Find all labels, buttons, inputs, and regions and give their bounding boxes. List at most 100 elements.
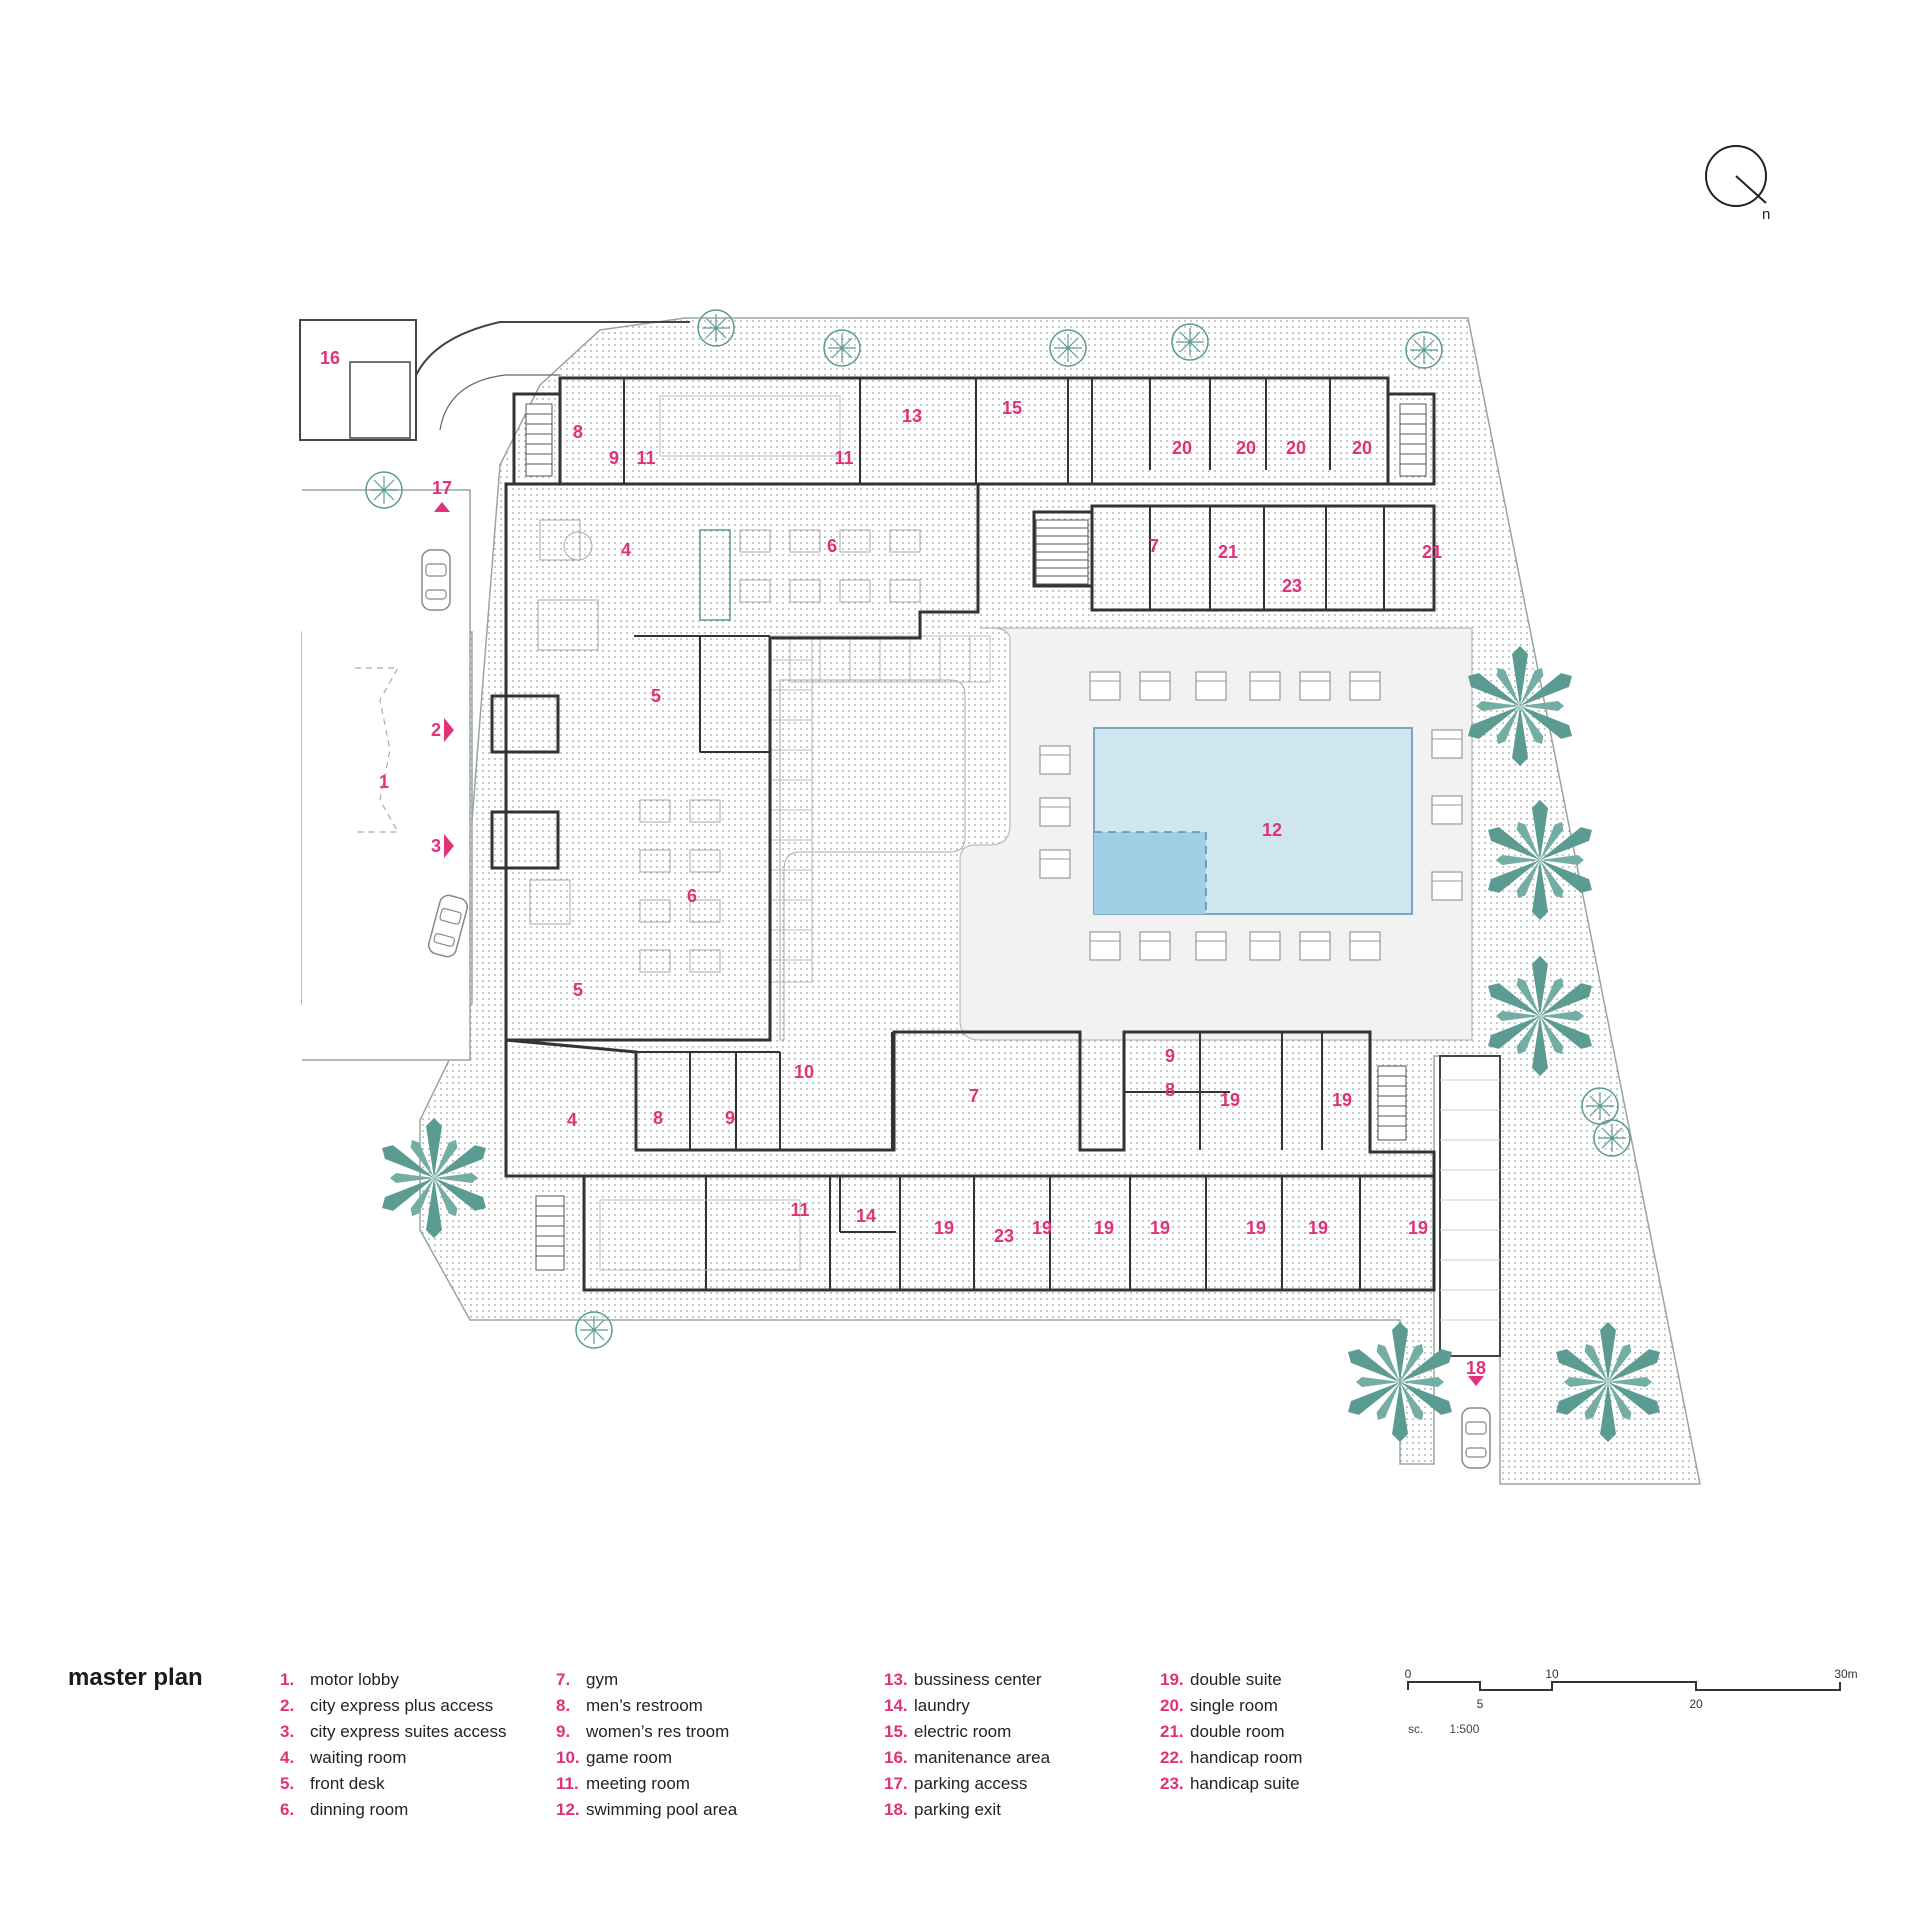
meeting-room-chairs bbox=[599, 395, 841, 1271]
room-tag: 15 bbox=[1002, 398, 1022, 418]
room-tag: 19 bbox=[1150, 1218, 1170, 1238]
legend-label: double suite bbox=[1190, 1670, 1282, 1689]
legend-number: 15. bbox=[884, 1722, 908, 1741]
room-tag: 7 bbox=[1149, 536, 1159, 556]
room-tag: 5 bbox=[651, 686, 661, 706]
building-walls bbox=[490, 376, 1436, 1292]
legend-column-3: 13.bussiness center 14. laundry 15. electr… bbox=[884, 1670, 1154, 1826]
legend-item: 19. double suite bbox=[1160, 1670, 1430, 1696]
room-tag: 4 bbox=[567, 1110, 577, 1130]
legend-label: motor lobby bbox=[310, 1670, 399, 1689]
room-tag: 23 bbox=[1282, 576, 1302, 596]
scale-label: 5 bbox=[1477, 1697, 1484, 1711]
legend-number: 20. bbox=[1160, 1696, 1184, 1715]
room-tag: 7 bbox=[969, 1086, 979, 1106]
legend-label: parking access bbox=[914, 1774, 1028, 1793]
room-tag: 20 bbox=[1236, 438, 1256, 458]
legend-label: meeting room bbox=[586, 1774, 690, 1793]
legend-number: 19. bbox=[1160, 1670, 1184, 1689]
stairs bbox=[525, 403, 1427, 1271]
legend-item: 7.gym bbox=[556, 1670, 826, 1696]
legend-number: 23. bbox=[1160, 1774, 1184, 1793]
room-tag: 18 bbox=[1466, 1358, 1486, 1378]
scale-note: sc.1:500 bbox=[1408, 1722, 1505, 1736]
room-tag: 14 bbox=[856, 1206, 876, 1226]
legend-item: 10.game room bbox=[556, 1748, 826, 1774]
legend-item: 11.meeting room bbox=[556, 1774, 826, 1800]
legend-column-4: 19.double suite 20.single room 21.double… bbox=[1160, 1670, 1430, 1800]
legend-label: gym bbox=[586, 1670, 619, 1689]
scale-prefix: sc. bbox=[1408, 1722, 1424, 1736]
room-tag: 19 bbox=[1308, 1218, 1328, 1238]
legend-label: men’s restroom bbox=[586, 1696, 703, 1715]
legend-item: 5.front desk bbox=[280, 1774, 550, 1800]
legend-item: 23.handicap suite bbox=[1160, 1774, 1430, 1800]
room-tag: 2 bbox=[431, 720, 441, 740]
room-tag: 3 bbox=[431, 836, 441, 856]
legend-item: 20. single room bbox=[1160, 1696, 1430, 1722]
legend-column-2: 7.gym 8. men’s restroom 9. women’s res tro… bbox=[556, 1670, 826, 1826]
room-tag: 9 bbox=[725, 1108, 735, 1128]
room-tag: 13 bbox=[902, 406, 922, 426]
legend-number: 3. bbox=[280, 1722, 295, 1741]
legend-label: front desk bbox=[310, 1774, 385, 1793]
room-tag: 8 bbox=[653, 1108, 663, 1128]
legend-item: 18.parking exit bbox=[884, 1800, 1154, 1826]
legend-item: 15. electric room bbox=[884, 1722, 1154, 1748]
room-tag: 1 bbox=[379, 772, 389, 792]
room-tag: 21 bbox=[1422, 542, 1442, 562]
room-tag: 19 bbox=[1094, 1218, 1114, 1238]
room-tag: 6 bbox=[827, 536, 837, 556]
room-tag: 11 bbox=[834, 448, 853, 468]
legend-label: laundry bbox=[914, 1696, 970, 1715]
scale-label: 20 bbox=[1689, 1697, 1703, 1711]
legend-item: 16.manitenance area bbox=[884, 1748, 1154, 1774]
legend-label: single room bbox=[1190, 1696, 1278, 1715]
legend-label: electric room bbox=[914, 1722, 1012, 1741]
entry-ramp-inner bbox=[439, 374, 560, 431]
legend-label: city express plus access bbox=[310, 1696, 494, 1715]
room-tag: 21 bbox=[1218, 542, 1238, 562]
dining-tables bbox=[529, 519, 921, 973]
legend-number: 14. bbox=[884, 1696, 908, 1715]
room-tag: 9 bbox=[1165, 1046, 1175, 1066]
room-tag: 19 bbox=[1332, 1090, 1352, 1110]
plan-title: master plan bbox=[68, 1664, 203, 1691]
scale-label: 30m bbox=[1834, 1667, 1857, 1681]
room-tag: 5 bbox=[573, 980, 583, 1000]
room-tag: 20 bbox=[1286, 438, 1306, 458]
room-tag: 6 bbox=[687, 886, 697, 906]
legend-label: handicap room bbox=[1190, 1748, 1303, 1767]
legend-item: 14. laundry bbox=[884, 1696, 1154, 1722]
entry-arrow-icon bbox=[434, 502, 1484, 1386]
room-tag: 16 bbox=[320, 348, 340, 368]
scale-label: 0 bbox=[1405, 1667, 1412, 1681]
room-tag: 17 bbox=[432, 478, 452, 498]
legend-number: 2. bbox=[280, 1696, 295, 1715]
room-tag: 12 bbox=[1262, 820, 1282, 840]
legend-number: 9. bbox=[556, 1722, 571, 1741]
courtyard-lawn bbox=[779, 679, 966, 1041]
legend-item: 13.bussiness center bbox=[884, 1670, 1154, 1696]
legend-label: game room bbox=[586, 1748, 672, 1767]
legend-number: 12. bbox=[556, 1800, 580, 1819]
room-tag: 19 bbox=[1220, 1090, 1240, 1110]
legend-item: 8. men’s restroom bbox=[556, 1696, 826, 1722]
legend-number: 6. bbox=[280, 1800, 295, 1819]
legend-item: 22.handicap room bbox=[1160, 1748, 1430, 1774]
legend-number: 1. bbox=[280, 1670, 295, 1689]
room-tag: 19 bbox=[1408, 1218, 1428, 1238]
legend-label: city express suites access bbox=[310, 1722, 507, 1741]
room-tag: 9 bbox=[609, 448, 619, 468]
legend-number: 8. bbox=[556, 1696, 571, 1715]
legend-item: 3. city express suites access bbox=[280, 1722, 550, 1748]
legend-label: waiting room bbox=[310, 1748, 407, 1767]
room-tag: 11 bbox=[636, 448, 655, 468]
legend-number: 16. bbox=[884, 1748, 908, 1767]
legend-item: 2. city express plus access bbox=[280, 1696, 550, 1722]
legend-label: double room bbox=[1190, 1722, 1285, 1741]
legend-label: women’s res troom bbox=[586, 1722, 730, 1741]
room-tag: 20 bbox=[1352, 438, 1372, 458]
legend-label: parking exit bbox=[914, 1800, 1001, 1819]
